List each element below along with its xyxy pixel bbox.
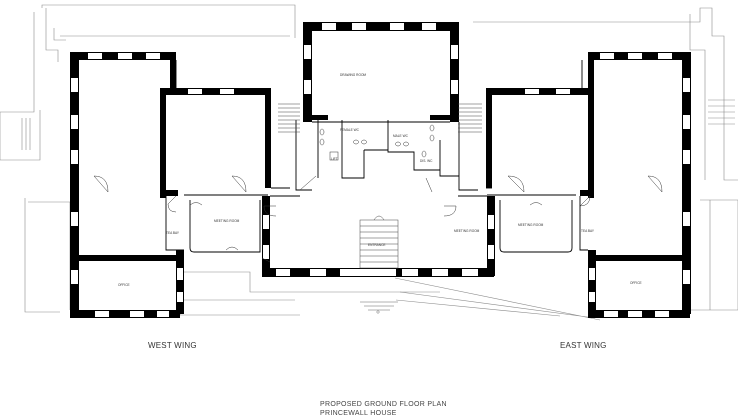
label-drawing-room: DRAWING ROOM xyxy=(340,73,366,77)
label-meeting-room-centre: MEETING ROOM xyxy=(454,229,480,233)
west-wing-openings xyxy=(71,53,234,317)
centre-block-walls xyxy=(262,22,495,277)
label-disabled-wc: DIS. WC xyxy=(420,159,433,163)
label-entrance: ENTRANCE xyxy=(368,243,386,247)
east-wing-label: EAST WING xyxy=(560,341,607,350)
label-male-wc: MALE WC xyxy=(393,134,409,138)
plan-title: PROPOSED GROUND FLOOR PLAN xyxy=(320,401,447,408)
label-tea-bay-east: TEA BAY xyxy=(581,229,595,233)
plan-subtitle: PRINCEWALL HOUSE xyxy=(320,410,397,417)
label-office-east: OFFICE xyxy=(630,281,642,285)
label-lift: LIFT xyxy=(331,157,338,161)
label-meeting-room-west: MEETING ROOM xyxy=(214,219,240,223)
west-wing-walls xyxy=(70,52,271,318)
stair-treads xyxy=(278,103,482,269)
entrance-steps xyxy=(360,301,398,314)
label-female-wc: FEMALE WC xyxy=(340,128,360,132)
label-office-west: OFFICE xyxy=(118,283,130,287)
sanitary-fittings xyxy=(319,124,435,161)
label-meeting-room-east: MEETING ROOM xyxy=(518,223,544,227)
door-swings xyxy=(93,175,663,263)
east-wing-openings xyxy=(525,53,690,317)
room-labels: DRAWING ROOM FEMALE WC MALE WC LIFT DIS.… xyxy=(118,73,642,287)
label-tea-bay-west: TEA BAY xyxy=(166,231,180,235)
internal-partitions xyxy=(165,60,588,253)
west-wing-label: WEST WING xyxy=(148,341,197,350)
centre-block-openings xyxy=(263,23,494,276)
